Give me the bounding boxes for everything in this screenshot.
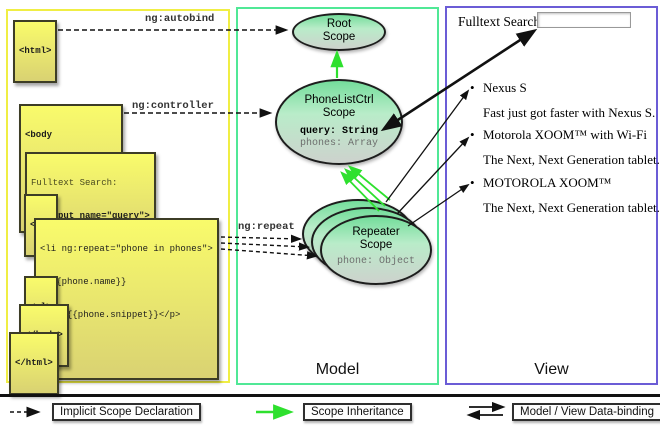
ng-autobind-label: ng:autobind [145,13,215,25]
code-text: <input name="query"> [31,211,150,221]
repeater-scope-ellipse-front: Repeater Scope phone: Object [320,215,432,285]
code-box-html-close: </html> [9,332,59,395]
code-box-html-open: <html> [13,20,58,83]
fulltext-search-input[interactable] [537,12,631,28]
phone-snippet: Fast just got faster with Nexus S. [483,105,656,120]
fulltext-search-label: Fulltext Search: [458,14,544,29]
repeater-scope-title-line: Repeater [352,226,400,238]
bullet-icon [470,127,483,143]
model-panel-title: Model [315,361,360,378]
code-text: </html> [15,358,53,368]
legend-box-scope-inheritance: Scope Inheritance [303,403,412,421]
bullet-icon [470,175,483,191]
repeater-scope-title-line: Scope [359,239,393,251]
phone-snippet: The Next, Next Generation tablet. [483,152,660,167]
code-text: <body [25,130,53,140]
bullet-icon [470,80,483,96]
view-panel-title: View [534,361,569,378]
code-text: Fulltext Search: [31,178,118,188]
code-text: <li ng:repeat="phone in phones"> [40,244,213,254]
phone-title: Motorola XOOM™ with Wi-Fi [483,127,648,142]
phone-list-item: MOTOROLA XOOM™ The Next, Next Generation… [470,175,660,216]
phone-snippet: The Next, Next Generation tablet. [483,200,660,215]
phonelistctrl-scope-title-line: Scope [322,107,356,119]
ng-controller-label: ng:controller [132,100,214,112]
root-scope-title-line: Root [326,18,352,30]
code-text: <p>{{phone.snippet}}</p> [40,310,181,320]
root-scope-ellipse: Root Scope [292,13,386,51]
legend-box-model-view-data-binding: Model / View Data-binding [512,403,660,421]
model-panel: Model [236,7,439,385]
ng-repeat-label: ng:repeat [238,221,295,233]
code-text: {{phone.name}} [40,277,127,287]
phone-title: MOTOROLA XOOM™ [483,175,612,190]
phone-title: Nexus S [483,80,527,95]
phone-list-item: Motorola XOOM™ with Wi-Fi The Next, Next… [470,127,660,168]
legend-separator-line [0,394,660,397]
scope-prop-phones: phones: Array [299,138,378,149]
phone-list-item: Nexus S Fast just got faster with Nexus … [470,80,656,121]
root-scope-title-line: Scope [322,31,356,43]
scope-prop-phone: phone: Object [336,256,415,267]
legend-box-implicit-scope-declaration: Implicit Scope Declaration [52,403,201,421]
phonelistctrl-scope-title-line: PhoneListCtrl [304,94,374,106]
phonelistctrl-scope-ellipse: PhoneListCtrl Scope query: String phones… [275,79,403,165]
scope-prop-query: query: String [299,126,378,137]
code-text: <html> [19,46,52,56]
